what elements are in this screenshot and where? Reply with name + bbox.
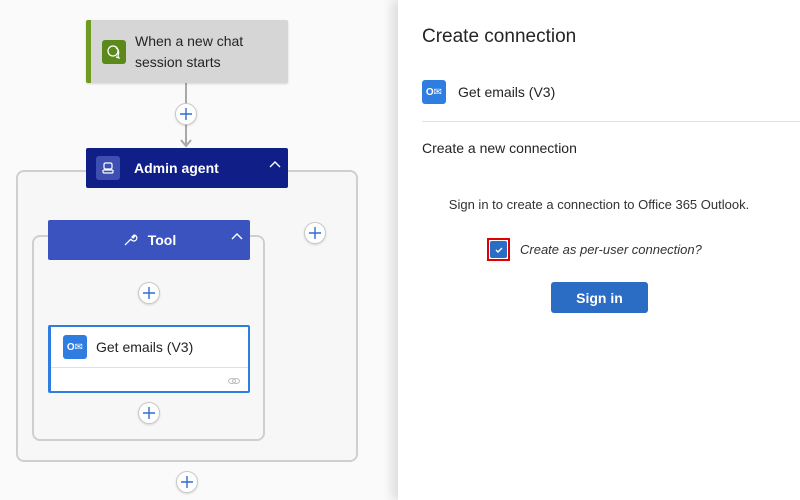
add-step-button[interactable] bbox=[175, 103, 197, 125]
sign-in-message: Sign in to create a connection to Office… bbox=[448, 197, 750, 212]
agent-label: Admin agent bbox=[134, 160, 219, 176]
chat-icon bbox=[102, 39, 126, 64]
panel-action-label: Get emails (V3) bbox=[458, 84, 556, 100]
action-card[interactable]: O✉ Get emails (V3) bbox=[48, 325, 250, 393]
add-step-button[interactable] bbox=[138, 402, 160, 424]
agent-card[interactable]: Admin agent bbox=[86, 148, 288, 188]
plus-icon bbox=[143, 407, 155, 419]
section-title: Create a new connection bbox=[422, 140, 577, 156]
sign-in-button[interactable]: Sign in bbox=[551, 282, 648, 313]
checkmark-icon bbox=[490, 241, 507, 258]
chevron-up-icon[interactable] bbox=[230, 230, 244, 244]
divider bbox=[422, 121, 800, 122]
plus-icon bbox=[309, 227, 321, 239]
chevron-up-icon[interactable] bbox=[268, 158, 282, 172]
wrench-icon bbox=[124, 234, 138, 246]
trigger-card[interactable]: When a new chat session starts bbox=[86, 20, 288, 83]
per-user-checkbox-row: Create as per-user connection? bbox=[487, 238, 702, 261]
add-action-button[interactable] bbox=[138, 282, 160, 304]
plus-icon bbox=[143, 287, 155, 299]
link-icon bbox=[228, 378, 240, 384]
per-user-checkbox-label: Create as per-user connection? bbox=[520, 242, 702, 257]
add-step-button[interactable] bbox=[176, 471, 198, 493]
tool-card[interactable]: Tool bbox=[48, 220, 250, 260]
robot-icon bbox=[96, 156, 120, 180]
outlook-icon: O✉ bbox=[63, 335, 87, 359]
outlook-icon: O✉ bbox=[422, 80, 446, 104]
tool-label: Tool bbox=[147, 232, 177, 248]
plus-icon bbox=[180, 108, 192, 120]
panel-action: O✉ Get emails (V3) bbox=[422, 80, 555, 104]
plus-icon bbox=[181, 476, 193, 488]
panel-title: Create connection bbox=[422, 26, 577, 47]
action-label: Get emails (V3) bbox=[96, 339, 194, 355]
per-user-checkbox[interactable] bbox=[487, 238, 510, 261]
add-tool-button[interactable] bbox=[304, 222, 326, 244]
create-connection-panel: Create connection O✉ Get emails (V3) Cre… bbox=[398, 0, 800, 500]
trigger-label: When a new chat session starts bbox=[135, 32, 244, 70]
